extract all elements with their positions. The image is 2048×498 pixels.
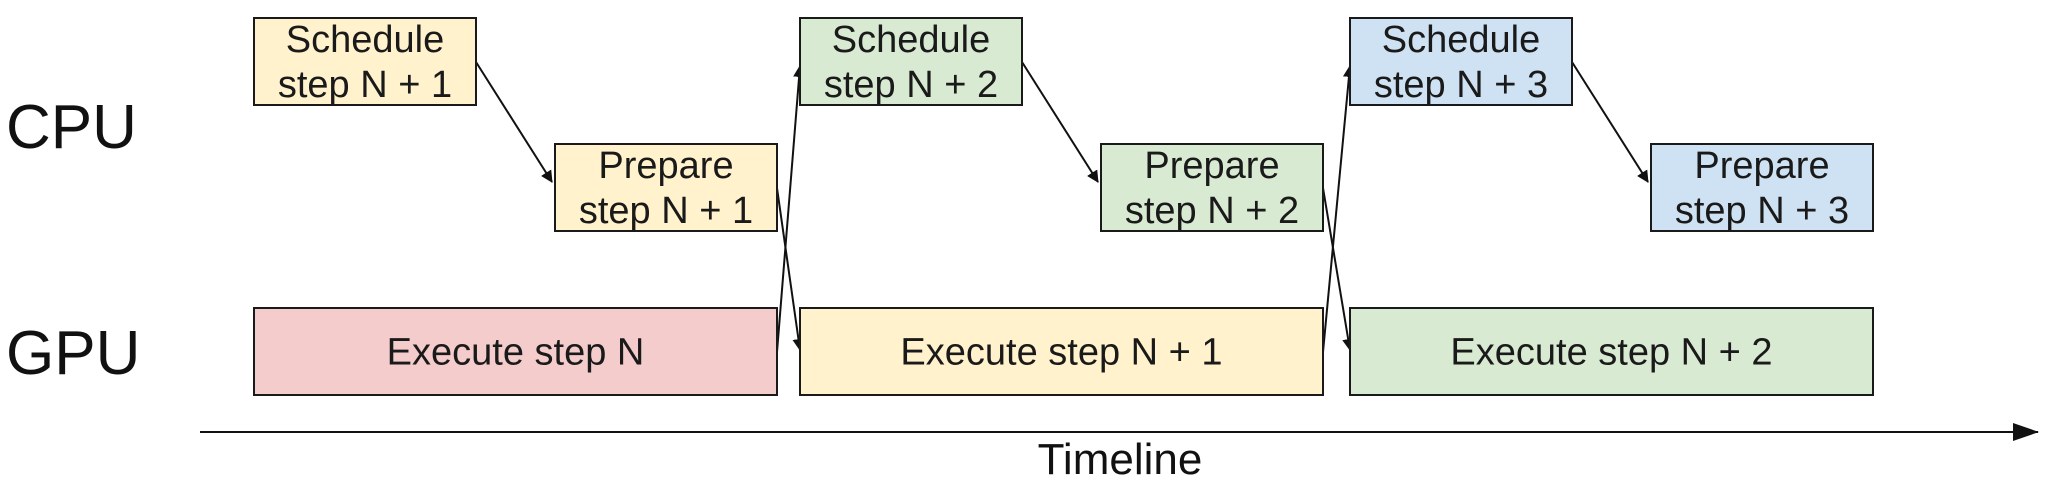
gpu-execute-n2-box: Execute step N + 2 [1349, 307, 1874, 396]
gpu-execute-n2-text-line-1: Execute step N + 2 [1450, 332, 1772, 374]
arrow-cpu-schedule-n2-to-cpu-prepare-n2 [1021, 61, 1099, 183]
cpu-row-label: CPU [6, 93, 137, 162]
cpu-schedule-n3-text-line-2: step N + 3 [1374, 64, 1548, 106]
gpu-execute-n-text-line-1: Execute step N [387, 332, 645, 374]
cpu-prepare-n3-text-line-1: Prepare [1694, 145, 1829, 187]
gpu-execute-n-rect [253, 307, 778, 396]
dependency-arrows [475, 61, 1649, 353]
gpu-execute-n1-rect [799, 307, 1324, 396]
timeline-label: Timeline [1038, 435, 1203, 484]
gpu-execute-n1-box: Execute step N + 1 [799, 307, 1324, 396]
cpu-schedule-n3-text-line-1: Schedule [1382, 19, 1540, 61]
gpu-execute-n2-rect [1349, 307, 1874, 396]
cpu-prepare-n2-text-line-1: Prepare [1144, 145, 1279, 187]
arrow-cpu-schedule-n1-to-cpu-prepare-n1 [475, 61, 553, 183]
cpu-schedule-n3-rect [1349, 17, 1573, 106]
cpu-prepare-n3-rect [1650, 143, 1874, 232]
gpu-execute-n1-text-line-1: Execute step N + 1 [900, 332, 1222, 374]
cpu-prepare-n2-text-line-2: step N + 2 [1125, 190, 1299, 232]
arrow-gpu-execute-n1-to-cpu-schedule-n3 [1322, 65, 1355, 353]
cpu-schedule-n1-text-line-2: step N + 1 [278, 64, 452, 106]
arrow-gpu-execute-n-to-cpu-schedule-n2 [776, 65, 806, 353]
cpu-schedule-n2-text-line-1: Schedule [832, 19, 990, 61]
gpu-row-label: GPU [6, 319, 140, 388]
gpu-execute-n-box: Execute step N [253, 307, 778, 396]
cpu-schedule-n1-text-line-1: Schedule [286, 19, 444, 61]
cpu-prepare-n3-text-line-2: step N + 3 [1675, 190, 1849, 232]
cpu-schedule-n2-text-line-2: step N + 2 [824, 64, 998, 106]
arrow-cpu-schedule-n3-to-cpu-prepare-n3 [1571, 61, 1649, 183]
cpu-schedule-n2-rect [799, 17, 1023, 106]
cpu-prepare-n1-text-line-1: Prepare [598, 145, 733, 187]
cpu-prepare-n2-rect [1100, 143, 1324, 232]
cpu-schedule-n1-rect [253, 17, 477, 106]
cpu-prepare-n1-rect [554, 143, 778, 232]
arrow-cpu-prepare-n1-to-gpu-execute-n1 [776, 187, 805, 351]
arrow-cpu-prepare-n2-to-gpu-execute-n2 [1322, 187, 1355, 351]
cpu-prepare-n1-text-line-2: step N + 1 [579, 190, 753, 232]
